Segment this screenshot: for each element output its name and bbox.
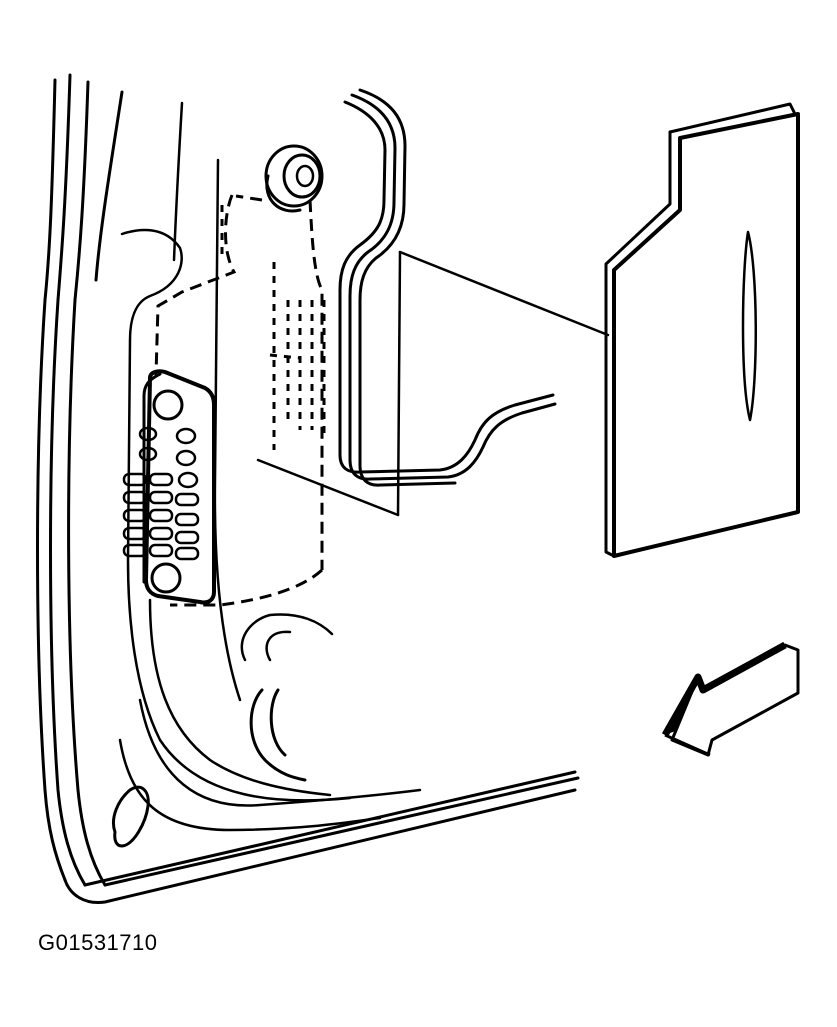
door-frame [36, 73, 580, 905]
figure-id-label: G01531710 [38, 930, 158, 955]
leader-lines [256, 250, 610, 517]
electrical-connector [122, 369, 216, 605]
wiring-harness [338, 88, 557, 487]
grommet [264, 144, 324, 213]
detail-card [604, 102, 800, 558]
arrow-down-left-icon [661, 641, 800, 757]
drain-slot [112, 785, 150, 848]
hidden-module-outline [154, 194, 326, 607]
